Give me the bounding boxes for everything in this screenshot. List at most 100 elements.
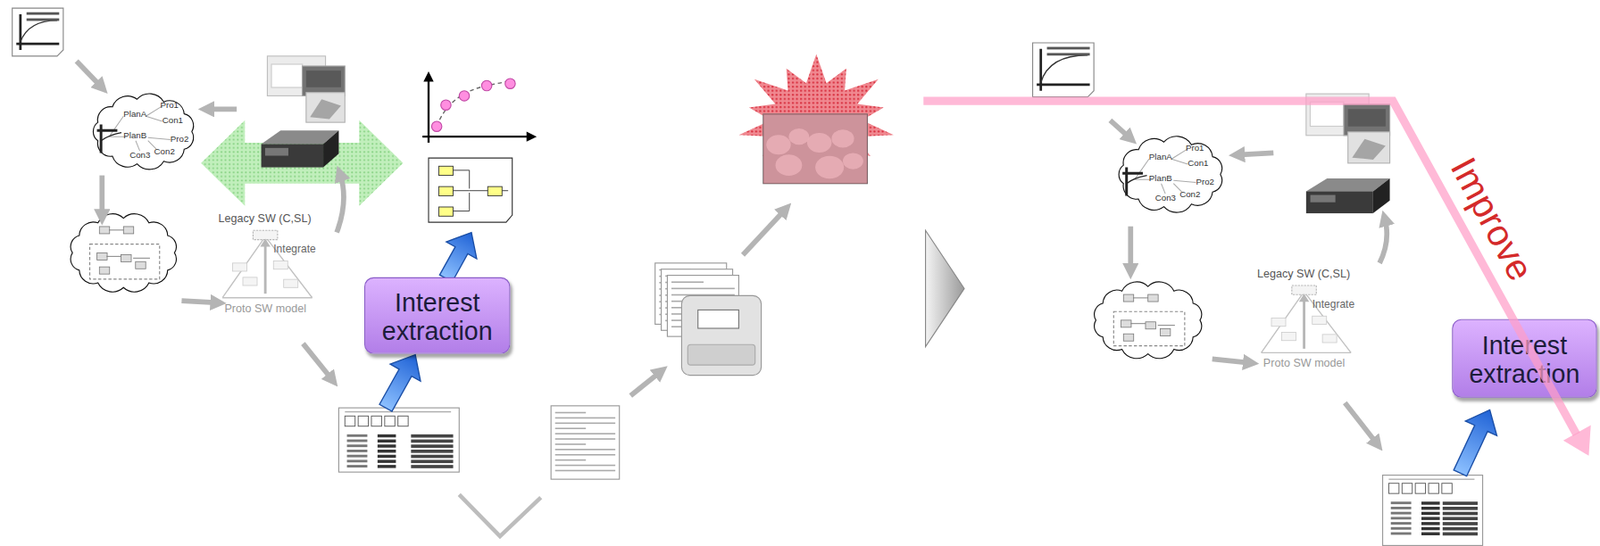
component-label: Proto SW model (1263, 357, 1346, 370)
model-wires (1131, 298, 1175, 326)
table-cell (377, 459, 397, 463)
table-cell (1442, 527, 1478, 532)
mindmap-item: Con1 (1187, 158, 1209, 168)
block-wires (1388, 479, 1475, 481)
module-block (242, 277, 258, 286)
software-integration: Legacy SW (C,SL)IntegrateProto SW model (212, 212, 319, 321)
chart-legend-mark (26, 12, 60, 16)
block-icon (1441, 483, 1452, 494)
chart-icon (1033, 42, 1095, 98)
flow-arrow (1379, 218, 1387, 264)
block-icon (371, 416, 382, 426)
integrate-arrow (264, 242, 267, 294)
table-cell (1421, 507, 1441, 510)
module-box (252, 230, 277, 240)
v-shape (458, 494, 541, 537)
document-line (671, 288, 735, 291)
document-sheet (12, 8, 64, 57)
block-icon (358, 416, 368, 426)
sub-model-cloud (70, 214, 176, 292)
model-block (1123, 333, 1134, 342)
ecu-sticker (698, 309, 740, 329)
block-icon (344, 416, 355, 426)
chart-legend-mark (1047, 47, 1091, 50)
surface-plot (1351, 139, 1385, 160)
component-label: Legacy SW (C,SL) (218, 212, 312, 225)
document-line (671, 281, 704, 284)
device-side (1373, 178, 1391, 214)
table-cell (347, 465, 368, 468)
process-box: Interest extraction (364, 277, 510, 355)
data-point (441, 100, 451, 110)
chart-curve (20, 20, 58, 42)
mindmap-item: Pro1 (1185, 142, 1205, 153)
mindmap-item: PlanA (1149, 151, 1173, 162)
blue-arrow-shape (370, 346, 431, 417)
module-block (1322, 334, 1337, 343)
table-cell (1442, 533, 1478, 537)
box-label: Interest extraction (365, 287, 509, 345)
model-block (1159, 328, 1170, 336)
flow-arrow (742, 208, 786, 255)
data-point (458, 91, 469, 101)
module-box (1291, 285, 1317, 295)
table-cell (1391, 507, 1412, 510)
model-block (1148, 294, 1159, 302)
improve-path (923, 100, 1576, 435)
document-sheet (1033, 42, 1095, 98)
data-point (431, 121, 442, 132)
chart-curve (1041, 55, 1089, 84)
flow-arrow (1127, 226, 1134, 272)
document-line (555, 443, 586, 446)
chart-axes (422, 77, 531, 143)
document-line (555, 427, 586, 430)
phase-arrow (925, 230, 965, 347)
model-block (123, 226, 134, 234)
table-cell (1391, 527, 1412, 531)
table-cell (347, 434, 368, 438)
table-cell (347, 455, 368, 459)
model-block (121, 254, 132, 262)
table-cell (1391, 501, 1412, 505)
document-icon (338, 408, 459, 473)
flow-arrow (630, 371, 661, 396)
table-cell (1442, 507, 1478, 511)
mindmap-item: Pro2 (1195, 176, 1215, 187)
block-icon (1415, 483, 1425, 494)
document-line (555, 449, 616, 451)
surface-plot (309, 99, 342, 119)
document-sheet (550, 406, 620, 480)
module-block (273, 261, 288, 270)
ecu-body (681, 295, 761, 375)
model-block (99, 226, 109, 234)
photo-shadow (763, 114, 868, 184)
component-label: Integrate (1312, 298, 1355, 311)
improve-arrowhead (1563, 425, 1592, 457)
block-wires (344, 411, 451, 413)
table-cell (1442, 516, 1478, 521)
block-icon (398, 416, 409, 426)
chart-legend-mark (1047, 52, 1091, 56)
box-label: Interest extraction (1452, 330, 1596, 388)
block-icon (1388, 483, 1399, 494)
flow-arrow (206, 106, 237, 112)
integrate-arrowhead (259, 238, 270, 247)
mindmap-item: Con3 (129, 150, 150, 160)
table-cell (410, 455, 453, 459)
model-block (1145, 322, 1156, 330)
table-cell (410, 459, 453, 464)
model-wires (452, 170, 509, 212)
flow-arrow (76, 61, 103, 89)
table-cell (410, 440, 453, 444)
blue-arrow (1444, 402, 1506, 481)
blue-arrow (370, 346, 431, 417)
table-cell (1391, 533, 1412, 536)
document-line (555, 438, 616, 441)
document-sheet (1383, 475, 1484, 546)
table-cell (410, 444, 453, 449)
mindmap-links (108, 106, 171, 151)
dashed-frame (1113, 311, 1185, 346)
table-cell (410, 450, 453, 454)
table-cell (410, 465, 453, 469)
